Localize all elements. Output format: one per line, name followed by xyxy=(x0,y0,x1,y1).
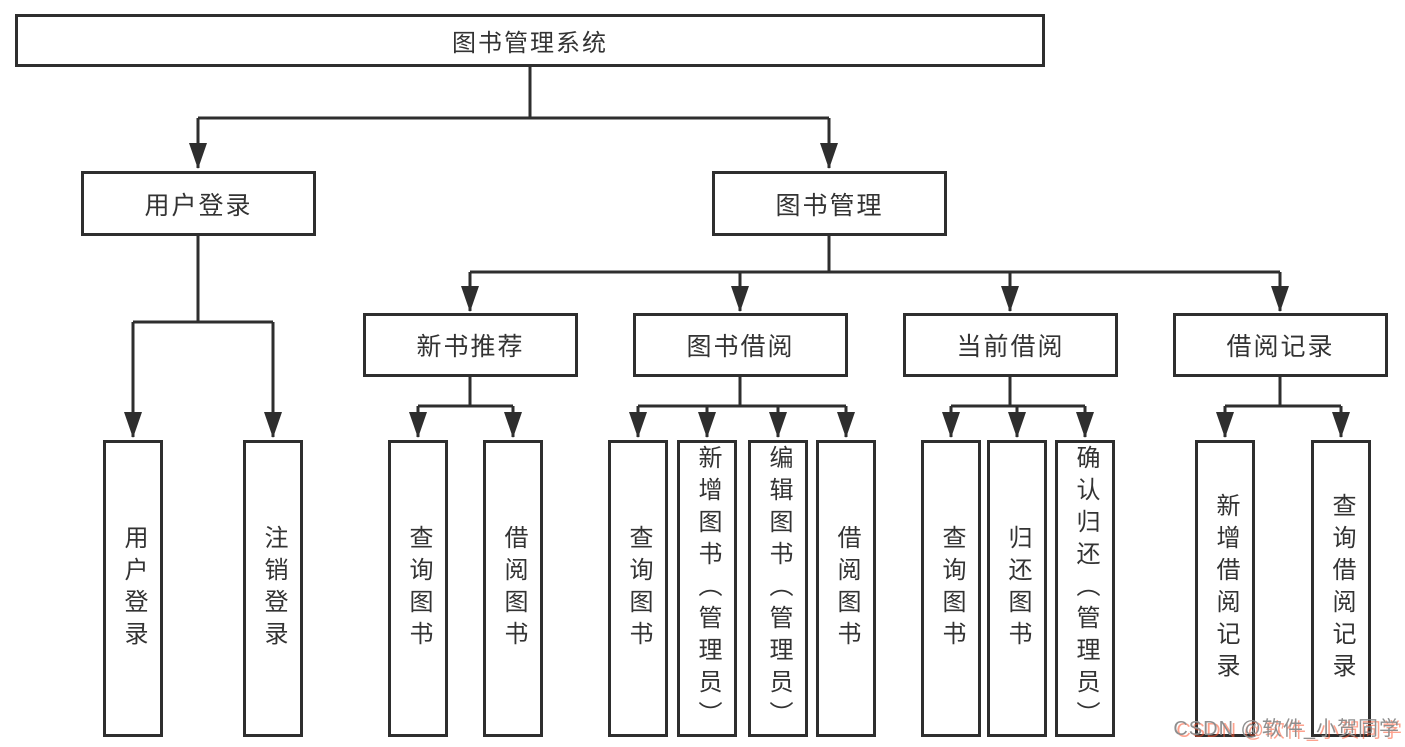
node-label: 图书借阅 xyxy=(686,333,795,361)
node-label: 图书管理 xyxy=(775,191,884,220)
leaf-br-query-record: 查询借阅记录 xyxy=(1311,440,1371,737)
node-label: 查询借阅记录 xyxy=(1328,492,1355,685)
node-label: 借阅图书 xyxy=(500,524,527,653)
node-user-login: 用户登录 xyxy=(81,171,316,236)
leaf-cb-query-book: 查询图书 xyxy=(921,440,981,737)
leaf-cb-return-book: 归还图书 xyxy=(987,440,1047,737)
node-label: 归还图书 xyxy=(1004,524,1031,653)
node-label: 借阅图书 xyxy=(833,524,860,653)
csdn-watermark: CSDN @软件_小贺同学 xyxy=(1173,718,1400,740)
node-label: 注销登录 xyxy=(260,524,287,653)
node-book-management: 图书管理 xyxy=(712,171,947,236)
node-label: 当前借阅 xyxy=(956,333,1065,361)
node-label: 确认归还（管理员） xyxy=(1072,444,1099,733)
node-label: 新增借阅记录 xyxy=(1212,492,1239,685)
leaf-cb-confirm-return-admin: 确认归还（管理员） xyxy=(1055,440,1115,737)
node-label: 新增图书（管理员） xyxy=(694,444,721,733)
node-label: 用户登录 xyxy=(120,524,147,653)
node-borrow-record: 借阅记录 xyxy=(1173,313,1388,377)
leaf-logout: 注销登录 xyxy=(243,440,303,737)
leaf-bb-add-book-admin: 新增图书（管理员） xyxy=(677,440,737,737)
node-label: 借阅记录 xyxy=(1226,333,1335,361)
node-book-borrow: 图书借阅 xyxy=(633,313,848,377)
leaf-nb-query-book: 查询图书 xyxy=(388,440,448,737)
leaf-bb-edit-book-admin: 编辑图书（管理员） xyxy=(748,440,808,737)
leaf-br-add-record: 新增借阅记录 xyxy=(1195,440,1255,737)
node-label: 图书管理系统 xyxy=(452,30,608,57)
node-label: 新书推荐 xyxy=(416,333,525,361)
node-label: 用户登录 xyxy=(144,191,253,220)
node-new-book-recommend: 新书推荐 xyxy=(363,313,578,377)
node-label: 查询图书 xyxy=(405,524,432,653)
leaf-user-login: 用户登录 xyxy=(103,440,163,737)
node-label: 查询图书 xyxy=(938,524,965,653)
node-label: 查询图书 xyxy=(625,524,652,653)
node-root-system: 图书管理系统 xyxy=(15,14,1045,67)
node-current-borrow: 当前借阅 xyxy=(903,313,1118,377)
leaf-bb-borrow-book: 借阅图书 xyxy=(816,440,876,737)
leaf-bb-query-book: 查询图书 xyxy=(608,440,668,737)
leaf-nb-borrow-book: 借阅图书 xyxy=(483,440,543,737)
node-label: 编辑图书（管理员） xyxy=(765,444,792,733)
